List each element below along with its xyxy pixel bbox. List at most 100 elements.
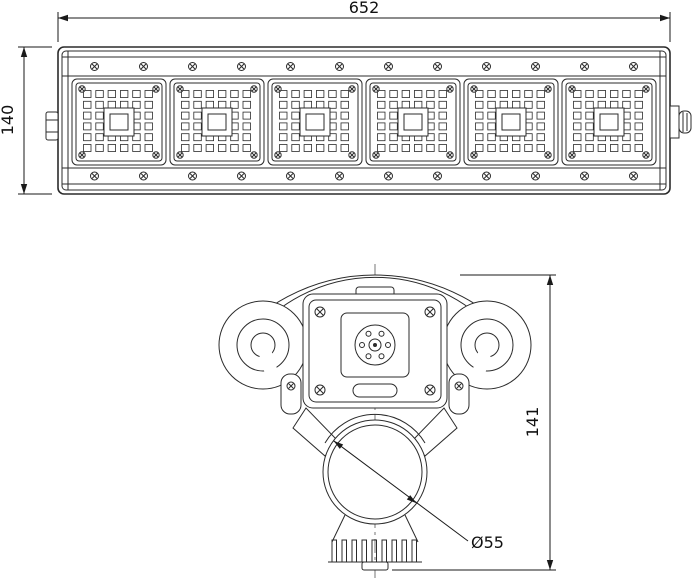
screw-icon — [544, 151, 552, 159]
screw-icon — [384, 171, 393, 181]
screw-icon — [470, 151, 478, 159]
led-module — [365, 78, 461, 166]
screw-icon — [629, 171, 638, 181]
screw-icon — [188, 171, 197, 181]
screw-icon — [176, 151, 184, 159]
screw-icon — [78, 151, 86, 159]
hub-square — [340, 312, 410, 378]
screw-icon — [446, 151, 454, 159]
screw-icon — [314, 384, 326, 396]
width-dimension: 652 — [57, 0, 671, 42]
rail-screws — [90, 62, 638, 181]
arrow-left-icon — [58, 14, 68, 22]
front-view — [45, 46, 692, 195]
hub-ring — [354, 324, 396, 366]
bracket-hook-left — [280, 373, 302, 415]
hub-center — [368, 338, 382, 352]
screw-icon — [78, 85, 86, 93]
screw-icon — [139, 171, 148, 181]
plate-inner — [308, 299, 442, 403]
screw-icon — [568, 85, 576, 93]
screw-icon — [531, 62, 540, 71]
extension-lines — [57, 12, 671, 42]
screw-icon — [152, 151, 160, 159]
arrow-down-icon — [20, 184, 28, 194]
screw-icon — [642, 85, 650, 93]
screw-icon — [237, 171, 246, 181]
section-view — [218, 264, 532, 580]
diameter-line — [333, 440, 469, 542]
screw-icon — [433, 62, 442, 71]
heatsink-fins — [331, 539, 417, 563]
screw-icon — [454, 381, 464, 391]
screw-icon — [335, 62, 344, 71]
arrow-right-icon — [660, 14, 670, 22]
screw-icon — [90, 62, 99, 71]
screw-icon — [348, 85, 356, 93]
led-module — [267, 78, 363, 166]
screw-icon — [384, 62, 393, 71]
arrow-up-icon — [546, 275, 554, 285]
led-modules — [71, 78, 657, 166]
screw-icon — [188, 62, 197, 71]
dim-label-width: 652 — [349, 0, 380, 17]
bracket-hook-right — [448, 373, 470, 415]
arrow-up-icon — [20, 47, 28, 57]
height-dimension-front: 140 — [0, 46, 52, 195]
screw-icon — [482, 62, 491, 71]
screw-icon — [629, 62, 638, 71]
led-module — [463, 78, 559, 166]
screw-icon — [286, 381, 296, 391]
screw-icon — [274, 85, 282, 93]
led-module — [561, 78, 657, 166]
screw-icon — [568, 151, 576, 159]
screw-icon — [580, 62, 589, 71]
screw-icon — [152, 85, 160, 93]
luminaire-body-inner — [61, 50, 667, 191]
screw-icon — [335, 171, 344, 181]
dim-label-height-front: 140 — [0, 105, 17, 136]
screw-icon — [90, 171, 99, 181]
arrow-upleft-icon — [333, 440, 344, 449]
screw-icon — [348, 151, 356, 159]
screw-icon — [470, 85, 478, 93]
dim-label-diameter: Ø55 — [471, 533, 504, 552]
screw-icon — [372, 151, 380, 159]
plate-screws — [286, 306, 464, 396]
screw-icon — [482, 171, 491, 181]
screw-icon — [286, 171, 295, 181]
screw-icon — [544, 85, 552, 93]
heatsink — [328, 514, 422, 571]
screw-icon — [250, 85, 258, 93]
extension-lines — [392, 274, 556, 571]
led-module — [169, 78, 265, 166]
arrow-down-icon — [546, 560, 554, 570]
screw-icon — [580, 171, 589, 181]
screw-icon — [139, 62, 148, 71]
hub-dot — [373, 343, 377, 347]
screw-icon — [642, 151, 650, 159]
bracket-lobe-left — [218, 300, 308, 390]
screw-icon — [424, 384, 436, 396]
foot — [361, 561, 389, 571]
height-dimension-section: 141 — [392, 274, 556, 571]
cable-gland — [669, 105, 692, 139]
screw-icon — [237, 62, 246, 71]
bracket-lobe-right — [442, 300, 532, 390]
screw-icon — [286, 62, 295, 71]
screw-icon — [176, 85, 184, 93]
screw-icon — [314, 306, 326, 318]
dim-label-height-section: 141 — [523, 407, 542, 438]
led-module — [71, 78, 167, 166]
diameter-dimension: Ø55 — [333, 440, 504, 552]
screw-icon — [433, 171, 442, 181]
screw-icon — [531, 171, 540, 181]
plate-slot — [352, 383, 398, 398]
screw-icon — [446, 85, 454, 93]
left-clip — [45, 111, 59, 141]
screw-icon — [372, 85, 380, 93]
screw-icon — [274, 151, 282, 159]
arrow-downright-icon — [406, 495, 417, 504]
mount-tube-inner — [327, 424, 423, 520]
